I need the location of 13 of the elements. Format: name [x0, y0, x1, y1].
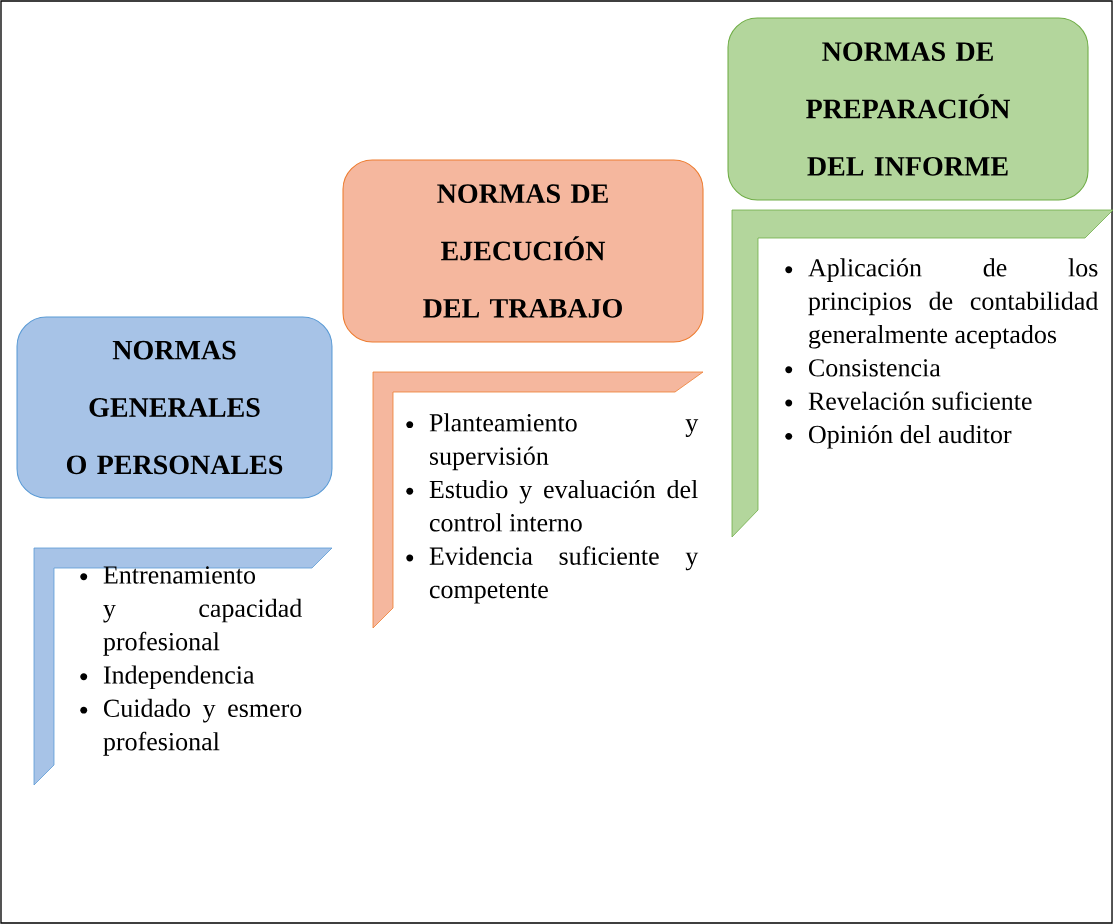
- list-item: Cuidado y esmero profesional: [103, 698, 302, 756]
- heading-box: NORMAS GENERALES O PERSONALES: [16, 316, 333, 499]
- heading-box: NORMAS DE PREPARACIÓN DEL INFORME: [727, 17, 1089, 201]
- list-item: Evidencia suficiente y competente: [429, 546, 699, 604]
- list-item: Estudio y evaluación del control interno: [429, 479, 698, 532]
- list-item: Consistencia: [809, 359, 941, 377]
- list-item: Revelación suficiente: [808, 391, 1032, 410]
- heading-box: NORMAS DE EJECUCIÓN DEL TRABAJO: [342, 159, 704, 343]
- list-item: Entrenamiento y capacidad profesional: [103, 566, 302, 656]
- list-item: Planteamiento y supervisión: [429, 413, 699, 471]
- list-item: Aplicación de los principios de contabilidad generalmente aceptados: [808, 258, 1099, 349]
- list-item: Opinión del auditor: [809, 424, 1012, 449]
- list-item: Independencia: [103, 665, 255, 690]
